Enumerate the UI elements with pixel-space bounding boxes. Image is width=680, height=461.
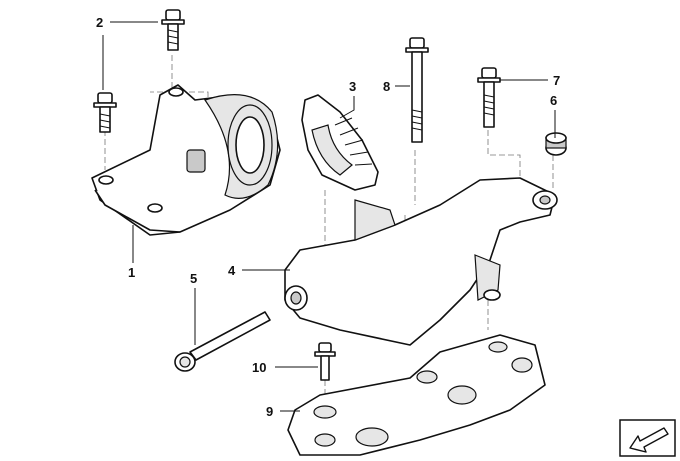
callout-3: 3 — [349, 79, 356, 94]
bolt-part-10 — [314, 342, 336, 381]
support-plate-part-9 — [287, 334, 546, 456]
heat-shield-part-3 — [301, 94, 379, 191]
leader-lines — [102, 21, 556, 412]
engine-mount-part-1 — [91, 84, 281, 236]
nut-part-6 — [545, 132, 567, 156]
callout-labels: 2 1 3 4 5 6 7 8 9 10 — [96, 15, 560, 419]
bolt-part-7 — [477, 67, 501, 128]
callout-9: 9 — [266, 404, 273, 419]
stud-bolt-part-8 — [405, 37, 429, 143]
callout-1: 1 — [128, 265, 135, 280]
callout-8: 8 — [383, 79, 390, 94]
bolt-part-2-upper — [161, 9, 185, 51]
callout-7: 7 — [553, 73, 560, 88]
callout-10: 10 — [252, 360, 266, 375]
bolt-part-2-lower — [93, 92, 117, 133]
bracket-arm-part-4 — [284, 177, 558, 346]
callout-6: 6 — [550, 93, 557, 108]
long-bolt-part-5 — [174, 311, 271, 372]
callout-4: 4 — [228, 263, 236, 278]
callout-5: 5 — [190, 271, 197, 286]
callout-2: 2 — [96, 15, 103, 30]
direction-arrow-icon — [619, 419, 676, 457]
